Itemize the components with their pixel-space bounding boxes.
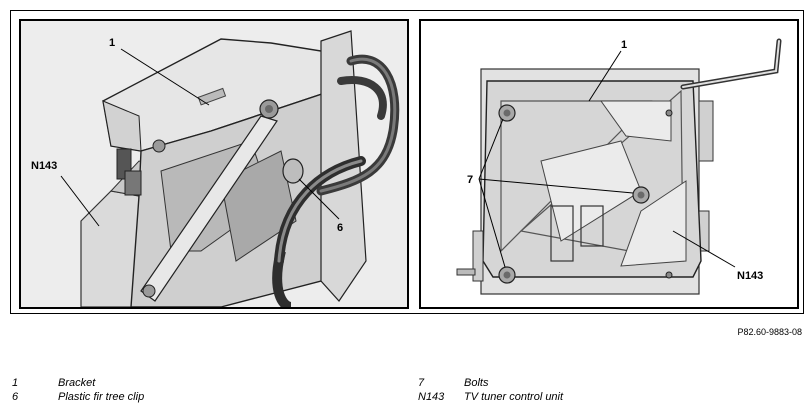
legend-description: Bolts xyxy=(464,377,489,389)
left-illustration: 1 N143 6 xyxy=(21,21,407,307)
legend-description: Bracket xyxy=(58,377,96,389)
legend-item: N143 TV tuner control unit xyxy=(418,390,563,404)
leader-line-bracket xyxy=(120,48,210,106)
leader-line-clip xyxy=(298,178,340,220)
callout-bracket: 1 xyxy=(109,37,115,49)
leader-line-bolt-2 xyxy=(478,178,634,194)
legend-item: 6 Plastic fir tree clip xyxy=(12,390,144,404)
legend-left: 1 Bracket 6 Plastic fir tree clip xyxy=(12,376,144,404)
right-illustration: 1 7 N143 xyxy=(421,21,797,307)
callout-tv-tuner-unit: N143 xyxy=(737,270,763,282)
legend-description: Plastic fir tree clip xyxy=(58,391,145,403)
callout-fir-tree-clip: 6 xyxy=(337,222,343,234)
legend-number: 1 xyxy=(12,377,19,389)
leader-line-unit xyxy=(672,230,736,268)
right-illustration-panel: 1 7 N143 xyxy=(419,19,799,309)
legend-description: TV tuner control unit xyxy=(464,391,564,403)
callout-bracket: 1 xyxy=(621,39,627,51)
legend-number: N143 xyxy=(418,391,445,403)
legend-number: 6 xyxy=(12,391,19,403)
legend-right: 7 Bolts N143 TV tuner control unit xyxy=(418,376,563,404)
callout-bolts: 7 xyxy=(467,174,473,186)
legend-number: 7 xyxy=(418,377,425,389)
leader-line-unit xyxy=(60,175,100,227)
legend-item: 1 Bracket xyxy=(12,376,144,390)
figure-frame: 1 N143 6 xyxy=(10,10,804,314)
leader-line-bolt-3 xyxy=(478,178,506,268)
figure-reference-code: P82.60-9883-08 xyxy=(737,327,802,337)
leader-line-bolt-1 xyxy=(478,118,504,180)
fir-tree-clip xyxy=(282,158,304,184)
left-illustration-panel: 1 N143 6 xyxy=(19,19,409,309)
callout-tv-tuner-unit: N143 xyxy=(31,160,57,172)
legend-item: 7 Bolts xyxy=(418,376,563,390)
leader-line-bracket xyxy=(588,50,622,102)
